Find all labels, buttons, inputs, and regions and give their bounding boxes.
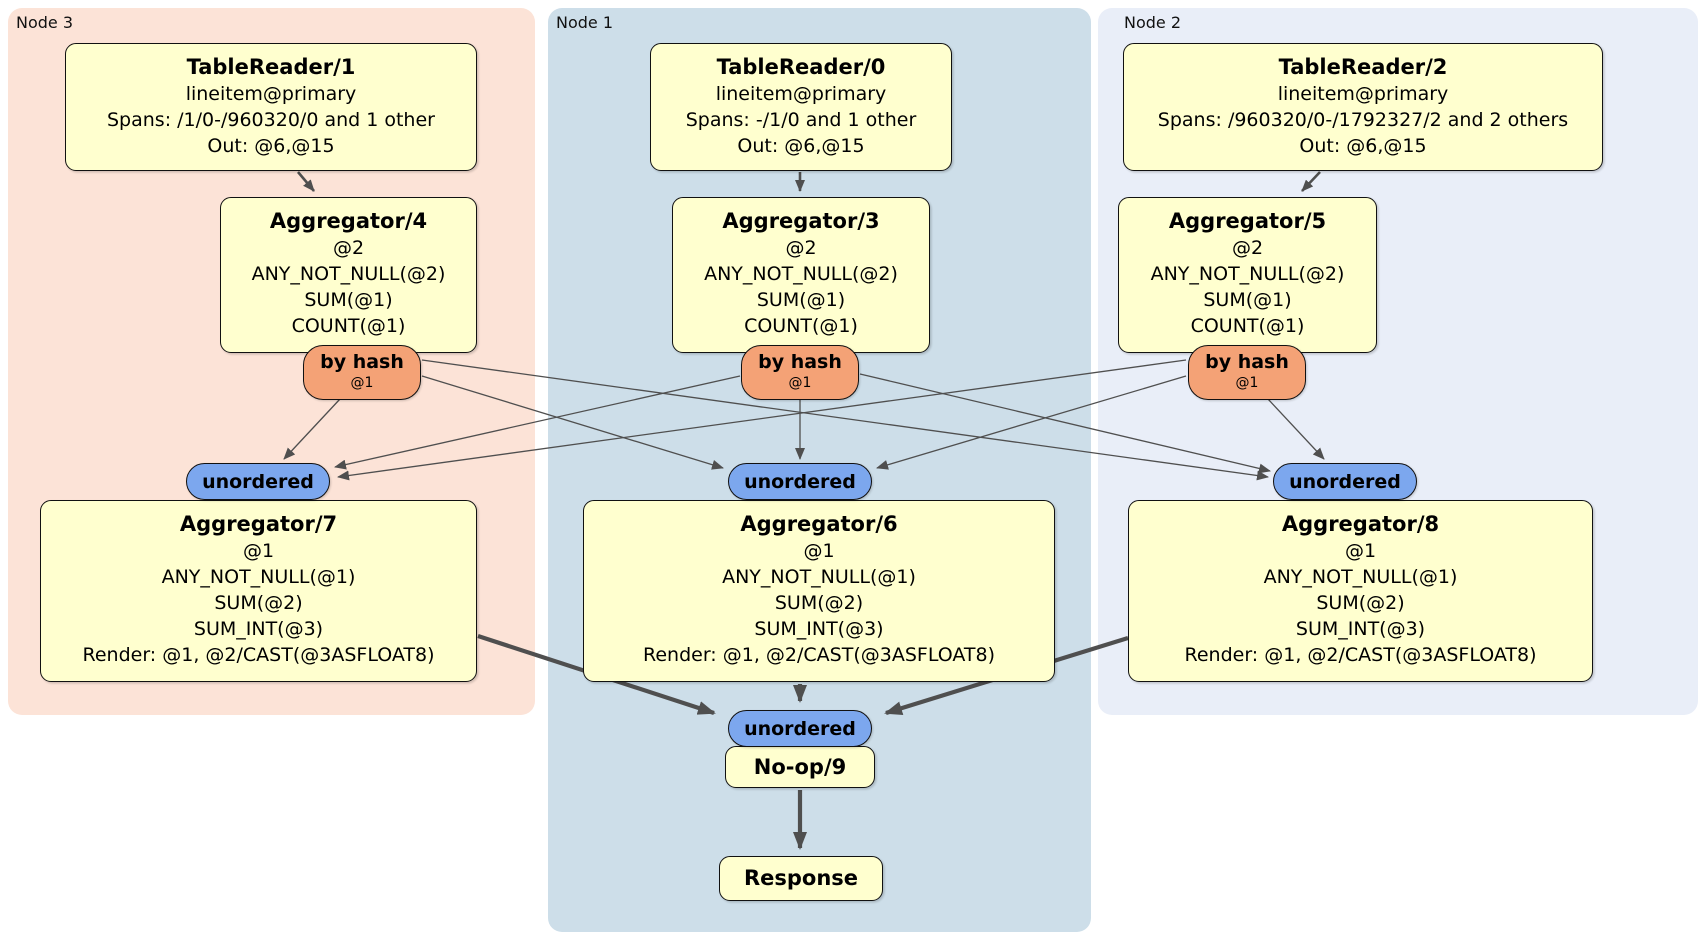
processor-detail: SUM(@2) bbox=[214, 592, 303, 614]
processor-detail: COUNT(@1) bbox=[291, 315, 406, 337]
router-hash-column: @1 bbox=[350, 375, 374, 391]
processor-tablereader-0: TableReader/0 lineitem@primary Spans: -/… bbox=[650, 43, 952, 171]
processor-title: Aggregator/7 bbox=[179, 512, 338, 536]
processor-detail: Render: @1, @2/CAST(@3ASFLOAT8) bbox=[643, 644, 995, 666]
router-label: by hash bbox=[1205, 351, 1289, 373]
processor-title: TableReader/0 bbox=[716, 55, 886, 79]
edge-byhash3-unordered1 bbox=[421, 375, 724, 470]
processor-detail: Spans: -/1/0 and 1 other bbox=[685, 109, 917, 131]
processor-tablereader-2: TableReader/2 lineitem@primary Spans: /9… bbox=[1123, 43, 1603, 171]
node1-region-label: Node 1 bbox=[556, 13, 614, 32]
processor-detail: SUM(@1) bbox=[304, 289, 393, 311]
processor-detail: Out: @6,@15 bbox=[207, 135, 335, 157]
processor-detail: SUM_INT(@3) bbox=[1295, 618, 1426, 640]
processor-detail: Out: @6,@15 bbox=[737, 135, 865, 157]
processor-detail: ANY_NOT_NULL(@2) bbox=[704, 263, 898, 285]
edge-byhash1-unordered2 bbox=[859, 373, 1271, 474]
processor-detail: Spans: /960320/0-/1792327/2 and 2 others bbox=[1157, 109, 1569, 131]
edge-tablereader1-aggregator4 bbox=[297, 171, 315, 192]
processor-detail: @1 bbox=[1344, 540, 1377, 562]
sync-label: unordered bbox=[744, 717, 856, 740]
processor-detail: lineitem@primary bbox=[185, 83, 357, 105]
processor-detail: ANY_NOT_NULL(@2) bbox=[251, 263, 446, 285]
processor-response: Response bbox=[719, 856, 883, 901]
processor-detail: Render: @1, @2/CAST(@3ASFLOAT8) bbox=[82, 644, 435, 666]
router-by-hash-node2: by hash @1 bbox=[1188, 345, 1306, 400]
router-by-hash-node3: by hash @1 bbox=[303, 345, 421, 400]
processor-aggregator-8: Aggregator/8 @1 ANY_NOT_NULL(@1) SUM(@2)… bbox=[1128, 500, 1593, 682]
processor-detail: @2 bbox=[785, 237, 817, 259]
processor-detail: Out: @6,@15 bbox=[1299, 135, 1427, 157]
processor-detail: @1 bbox=[803, 540, 835, 562]
processor-aggregator-4: Aggregator/4 @2 ANY_NOT_NULL(@2) SUM(@1)… bbox=[220, 197, 477, 353]
processor-tablereader-1: TableReader/1 lineitem@primary Spans: /1… bbox=[65, 43, 477, 171]
sync-unordered-final: unordered bbox=[728, 710, 872, 747]
edge-tablereader2-aggregator5 bbox=[1301, 171, 1321, 192]
processor-detail: ANY_NOT_NULL(@1) bbox=[1263, 566, 1458, 588]
processor-title: Aggregator/3 bbox=[722, 209, 880, 233]
processor-detail: @1 bbox=[242, 540, 275, 562]
processor-aggregator-3: Aggregator/3 @2 ANY_NOT_NULL(@2) SUM(@1)… bbox=[672, 197, 930, 353]
edge-byhash2-unordered1 bbox=[876, 375, 1187, 470]
processor-aggregator-5: Aggregator/5 @2 ANY_NOT_NULL(@2) SUM(@1)… bbox=[1118, 197, 1377, 353]
node2-region-label: Node 2 bbox=[1124, 13, 1182, 32]
processor-title: Response bbox=[743, 866, 859, 890]
processor-detail: SUM_INT(@3) bbox=[754, 618, 884, 640]
node3-region-label: Node 3 bbox=[16, 13, 74, 32]
processor-detail: SUM(@1) bbox=[1203, 289, 1292, 311]
processor-detail: SUM(@2) bbox=[1316, 592, 1405, 614]
edge-byhash3-unordered2 bbox=[421, 359, 1269, 481]
sync-unordered-node3: unordered bbox=[186, 463, 330, 500]
router-by-hash-node1: by hash @1 bbox=[741, 345, 859, 400]
processor-aggregator-7: Aggregator/7 @1 ANY_NOT_NULL(@1) SUM(@2)… bbox=[40, 500, 477, 682]
processor-title: Aggregator/6 bbox=[740, 512, 898, 536]
processor-title: TableReader/1 bbox=[186, 55, 356, 79]
processor-detail: lineitem@primary bbox=[1277, 83, 1449, 105]
processor-detail: COUNT(@1) bbox=[744, 315, 858, 337]
edge-byhash2-unordered3 bbox=[337, 359, 1187, 481]
processor-detail: SUM(@1) bbox=[756, 289, 846, 311]
processor-detail: Render: @1, @2/CAST(@3ASFLOAT8) bbox=[1184, 644, 1537, 666]
processor-detail: lineitem@primary bbox=[715, 83, 887, 105]
processor-aggregator-6: Aggregator/6 @1 ANY_NOT_NULL(@1) SUM(@2)… bbox=[583, 500, 1055, 682]
processor-detail: Spans: /1/0-/960320/0 and 1 other bbox=[107, 109, 435, 131]
sync-label: unordered bbox=[202, 470, 314, 493]
processor-title: Aggregator/4 bbox=[269, 209, 428, 233]
processor-detail: SUM(@2) bbox=[774, 592, 864, 614]
processor-detail: COUNT(@1) bbox=[1190, 315, 1305, 337]
processor-detail: ANY_NOT_NULL(@1) bbox=[722, 566, 916, 588]
router-label: by hash bbox=[320, 351, 404, 373]
sync-label: unordered bbox=[744, 470, 856, 493]
processor-title: Aggregator/5 bbox=[1168, 209, 1327, 233]
sync-label: unordered bbox=[1289, 470, 1401, 493]
sync-unordered-node1: unordered bbox=[728, 463, 872, 500]
router-hash-column: @1 bbox=[1235, 375, 1259, 391]
processor-detail: @2 bbox=[1231, 237, 1264, 259]
edge-byhash2-unordered2 bbox=[1267, 398, 1325, 460]
processor-detail: ANY_NOT_NULL(@1) bbox=[161, 566, 356, 588]
processor-noop-9: No-op/9 bbox=[725, 746, 875, 788]
edge-byhash1-unordered3 bbox=[334, 375, 741, 470]
sync-unordered-node2: unordered bbox=[1273, 463, 1417, 500]
processor-detail: @2 bbox=[332, 237, 365, 259]
edge-byhash3-unordered3 bbox=[283, 398, 341, 460]
processor-detail: SUM_INT(@3) bbox=[193, 618, 324, 640]
processor-title: No-op/9 bbox=[753, 754, 847, 779]
processor-title: Aggregator/8 bbox=[1281, 512, 1440, 536]
processor-title: TableReader/2 bbox=[1278, 55, 1448, 79]
router-hash-column: @1 bbox=[788, 375, 812, 391]
router-label: by hash bbox=[758, 351, 842, 373]
processor-detail: ANY_NOT_NULL(@2) bbox=[1150, 263, 1345, 285]
